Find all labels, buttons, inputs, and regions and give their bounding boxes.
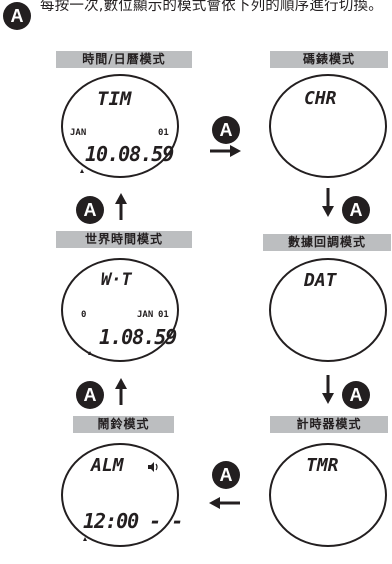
alarm-speaker-icon: [148, 462, 158, 472]
chrono-mode-label: 碼錶模式: [270, 51, 388, 68]
a-button-badge: A: [342, 196, 370, 224]
data-mode-label: 數據回調模式: [263, 234, 391, 251]
data-mode-watch: DAT: [269, 258, 387, 362]
a-button-badge: A: [212, 116, 240, 144]
intro-text: 每按一次,數位顯示的模式會依下列的順序進行切換。: [40, 0, 383, 14]
a-button-badge: A: [76, 381, 104, 409]
a-button-badge: A: [342, 381, 370, 409]
world-mode-display: W·T: [101, 270, 132, 290]
arrow-down-icon: [322, 188, 334, 217]
a-button-badge: A: [76, 196, 104, 224]
arrow-right-icon: [210, 145, 241, 157]
timer-mode-display: TMR: [306, 455, 339, 476]
indicator-triangle-icon: [83, 537, 87, 541]
chrono-mode-display: CHR: [304, 88, 337, 109]
chrono-mode-watch: CHR: [269, 74, 387, 178]
arrow-left-icon: [209, 497, 240, 509]
time-mode-month: JAN: [70, 128, 87, 138]
world-mode-label: 世界時間模式: [56, 231, 192, 248]
arrow-up-icon: [115, 193, 127, 220]
alarm-mode-display: ALM: [91, 455, 124, 476]
world-mode-offset: 0: [81, 310, 87, 320]
arrow-down-icon: [322, 375, 334, 404]
timer-mode-watch: TMR: [269, 443, 387, 547]
time-mode-display: TIM: [97, 88, 132, 110]
time-mode-watch: TIM JAN 01 10.08.59: [61, 74, 179, 178]
time-mode-label: 時間/日曆模式: [56, 51, 192, 68]
world-mode-month: JAN: [137, 310, 154, 320]
world-mode-day: 01: [158, 310, 169, 320]
indicator-triangle-icon: [80, 169, 84, 173]
time-mode-day: 01: [158, 128, 169, 138]
world-mode-time: 1.08.59: [99, 325, 177, 349]
indicator-triangle-icon: [88, 351, 92, 355]
alarm-mode-watch: ALM 12:00 - -: [61, 443, 183, 547]
alarm-mode-label: 鬧鈴模式: [73, 416, 174, 433]
world-mode-watch: W·T 0 JAN 01 1.08.59: [61, 258, 179, 362]
timer-mode-label: 計時器模式: [270, 416, 388, 433]
time-mode-time: 10.08.59: [85, 142, 174, 166]
data-mode-display: DAT: [304, 270, 337, 291]
alarm-mode-time: 12:00 - -: [83, 509, 183, 533]
a-button-badge: A: [212, 461, 240, 489]
a-button-badge: A: [3, 2, 31, 30]
arrow-up-icon: [115, 378, 127, 405]
